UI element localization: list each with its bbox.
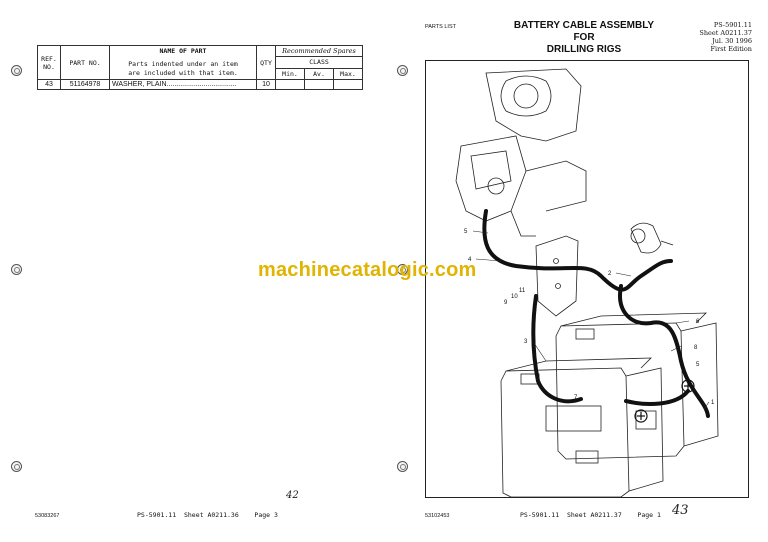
meta-sheet: Sheet A0211.37 [699,29,752,37]
punch-hole [397,461,408,472]
cell-ref: 43 [37,79,61,90]
meta-edition: First Edition [710,45,753,53]
left-handwritten-page: 42 [286,490,299,501]
col-qty: QTY [256,45,276,80]
name-of-part-heading: NAME OF PART [159,47,207,55]
meta-date: Jul. 30 1996 [712,37,752,45]
col-name-of-part: NAME OF PART Parts indented under an ite… [109,45,257,80]
title-line1: BATTERY CABLE ASSEMBLY [513,20,655,31]
battery-cable-illustration: 5 4 2 3 1 9 10 11 6 8 5 7 [455,68,719,498]
cell-av [304,79,334,90]
col-min: Min. [275,67,305,81]
illustration-frame: 5 4 2 3 1 9 10 11 6 8 5 7 [425,60,749,498]
cell-max [333,79,363,90]
callout-6: 6 [696,319,700,325]
name-note-line1: Parts indented under an item [128,60,238,68]
parts-list-label: PARTS LIST [425,24,456,30]
name-note-line2: are included with that item. [128,69,238,77]
part-name: WASHER, PLAIN [112,81,167,88]
col-av: Av. [304,67,334,81]
punch-hole [397,65,408,76]
callout-8: 8 [694,345,698,351]
punch-hole [11,65,22,76]
punch-hole [397,264,408,275]
document-meta: PS-5901.11 Sheet A0211.37 Jul. 30 1996 F… [672,21,752,53]
left-footer-code: 53083267 [35,513,60,519]
right-footer-sheet: PS-5901.11 Sheet A0211.37 Page 1 [520,511,661,519]
callout-10: 10 [511,294,518,300]
callout-5: 5 [464,229,468,235]
callout-1: 1 [711,400,715,406]
table-row: 43 51164978 WASHER, PLAIN...............… [37,79,363,90]
recommended-spares-heading: Recommended Spares [275,44,363,58]
callout-11: 11 [519,288,526,294]
cell-qty: 10 [256,79,276,90]
title-line3: DRILLING RIGS [546,44,622,55]
title-line2: FOR [573,32,595,43]
callout-7: 7 [574,395,578,401]
right-handwritten-page: 43 [672,503,689,518]
col-max: Max. [333,67,363,81]
col-part-no: PART NO. [60,45,110,80]
col-ref-no: REF. NO. [37,45,61,80]
class-heading: CLASS [275,56,363,69]
parts-table: REF. NO. PART NO. NAME OF PART Parts ind… [37,44,363,90]
punch-hole [11,264,22,275]
cell-name: WASHER, PLAIN...........................… [109,79,257,90]
callout-4: 4 [468,257,472,263]
punch-hole [11,461,22,472]
callout-9: 9 [504,300,508,306]
right-footer-code: 53102453 [425,513,450,519]
battery-rear [555,312,719,460]
callout-3: 3 [524,339,528,345]
cell-min [275,79,305,90]
callout-2: 2 [608,271,612,277]
left-footer-sheet: PS-5901.11 Sheet A0211.36 Page 3 [137,511,278,519]
callout-5b: 5 [696,362,700,368]
battery-front [500,357,664,498]
cell-part-no: 51164978 [60,79,110,90]
page-title: BATTERY CABLE ASSEMBLY FOR DRILLING RIGS [500,20,668,56]
watermark: machinecatalogic.com [258,259,477,281]
meta-ps: PS-5901.11 [713,21,752,29]
